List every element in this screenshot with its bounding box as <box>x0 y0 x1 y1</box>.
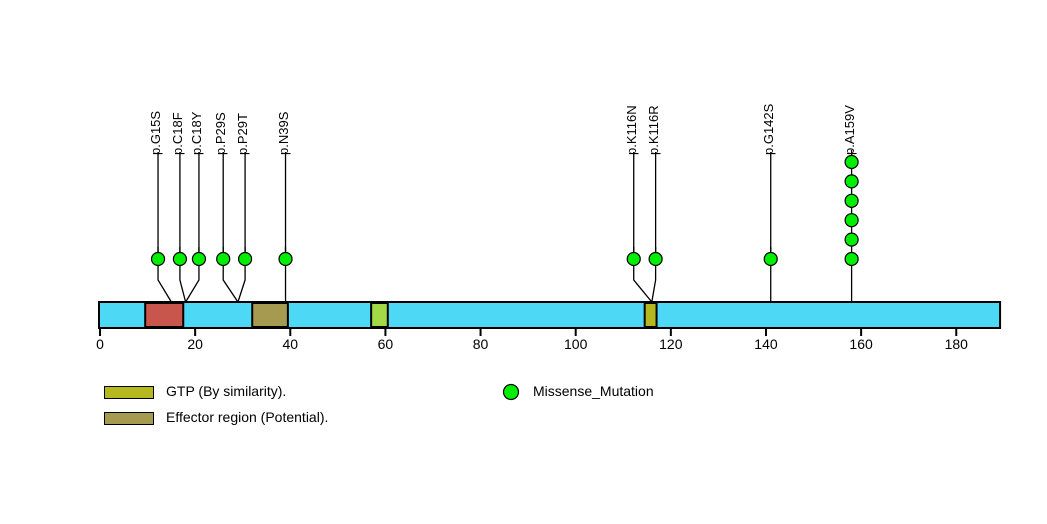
axis-tick-label: 140 <box>754 336 778 352</box>
domain-red-region[interactable] <box>144 302 185 328</box>
mutation-marker[interactable] <box>844 174 859 189</box>
axis-tick-label: 180 <box>944 336 968 352</box>
mutation-marker[interactable] <box>844 213 859 228</box>
mutation-marker[interactable] <box>844 154 859 170</box>
domain-effector-region[interactable] <box>251 302 289 328</box>
mutation-marker[interactable] <box>216 251 231 267</box>
mutation-label[interactable]: p.K116R <box>645 105 661 155</box>
domain-gtp-region-2[interactable] <box>643 302 658 328</box>
axis-tick-label: 20 <box>187 336 203 352</box>
mutation-marker[interactable] <box>844 193 859 208</box>
mutation-marker[interactable] <box>626 251 641 267</box>
stems-and-heads <box>150 150 859 303</box>
mutation-label[interactable]: p.C18F <box>169 112 185 155</box>
mutation-marker[interactable] <box>648 251 663 267</box>
mutation-label[interactable]: p.K116N <box>623 105 639 155</box>
mutation-marker[interactable] <box>278 251 293 267</box>
legend-effector-label: Effector region (Potential). <box>166 409 329 425</box>
legend-gtp-label: GTP (By similarity). <box>166 383 287 399</box>
mutation-label[interactable]: p.N39S <box>275 111 291 155</box>
protein-backbone <box>98 301 1002 329</box>
legend-effector-swatch <box>104 412 154 425</box>
axis-tick-label: 0 <box>96 336 104 352</box>
mutation-marker[interactable] <box>763 251 778 267</box>
mutation-marker[interactable] <box>172 251 188 267</box>
axis-tick-label: 160 <box>849 336 873 352</box>
axis-tick-label: 40 <box>282 336 299 352</box>
mutation-marker[interactable] <box>150 251 166 267</box>
mutation-label[interactable]: p.G15S <box>148 110 164 155</box>
mutation-label[interactable]: p.P29T <box>235 113 251 155</box>
mutation-marker[interactable] <box>237 251 253 267</box>
mutation-label[interactable]: p.C18Y <box>188 111 204 155</box>
mutation-label[interactable]: p.G142S <box>760 103 776 155</box>
protein-bar <box>98 301 1002 329</box>
axis-tick-label: 60 <box>377 336 394 352</box>
legend-missense-marker <box>502 383 520 401</box>
axis-tick-label: 80 <box>472 336 489 352</box>
axis-tick-label: 120 <box>659 336 683 352</box>
mutation-label[interactable]: p.A159V <box>841 105 857 155</box>
legend-missense-label: Missense_Mutation <box>533 383 654 399</box>
mutation-marker[interactable] <box>191 251 207 267</box>
mutation-label[interactable]: p.P29S <box>213 112 229 155</box>
axis <box>99 328 958 336</box>
legend-marks <box>502 383 520 401</box>
mutation-marker[interactable] <box>844 251 859 267</box>
domain-gtp-region-1[interactable] <box>370 302 389 328</box>
legend-gtp-swatch <box>104 386 154 399</box>
axis-tick-label: 100 <box>564 336 588 352</box>
mutation-marker[interactable] <box>844 232 859 247</box>
